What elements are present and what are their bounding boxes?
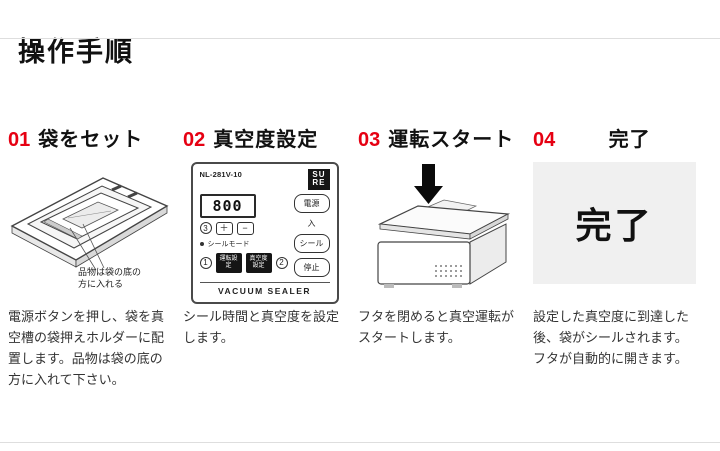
top-divider xyxy=(0,38,720,39)
panel-body: 800 3 ＋ − シールモード 1 xyxy=(199,192,330,277)
vacuum-chamber-drawing xyxy=(10,177,169,271)
setting-buttons-row: 1 運転設定 真空度設定 2 xyxy=(199,252,288,273)
step-title: 真空度設定 xyxy=(213,129,319,151)
marker-3: 3 xyxy=(199,222,212,235)
step-01-header: 01 袋をセット xyxy=(8,123,171,152)
stop-button: 停止 xyxy=(293,257,330,277)
machine-with-arrow-drawing xyxy=(377,164,511,288)
marker-1: 1 xyxy=(199,256,212,269)
bag-set-illustration: 品物は袋の底の方に入れる xyxy=(8,162,171,296)
bottom-divider xyxy=(0,442,720,443)
adjust-row: 3 ＋ − xyxy=(199,221,288,235)
start-operation-illustration xyxy=(358,162,521,296)
step-title: 運転スタート xyxy=(388,129,515,151)
panel-right-buttons: 電源 入 シール 停止 xyxy=(293,192,330,277)
step-03-header: 03 運転スタート xyxy=(358,123,521,152)
operation-steps-section: 操作手順 01 袋をセット xyxy=(0,30,720,390)
done-illustration: 完了 xyxy=(533,162,696,296)
step-02-header: 02 真空度設定 xyxy=(183,123,346,152)
step-description: 電源ボタンを押し、袋を真空槽の袋押えホルダーに配置します。品物は袋の底の方に入れ… xyxy=(8,309,165,388)
power-on-label: 入 xyxy=(307,218,316,228)
indicator-dot xyxy=(199,241,204,246)
mode-row: シールモード xyxy=(199,239,288,249)
step-number: 02 xyxy=(183,129,206,151)
power-button: 電源 xyxy=(293,193,330,213)
mode-label: シールモード xyxy=(207,240,250,248)
step-description: フタを閉めると真空運転がスタートします。 xyxy=(358,309,515,346)
vacuum-setting-button: 真空度設定 xyxy=(245,252,272,273)
panel-footer-label: VACUUM SEALER xyxy=(199,281,330,296)
model-label: NL-281V-10 xyxy=(199,170,242,179)
steps-row: 01 袋をセット xyxy=(8,123,712,390)
illustration-caption: 品物は袋の底の方に入れる xyxy=(78,267,142,290)
marker-2: 2 xyxy=(275,256,288,269)
step-title: 袋をセット xyxy=(38,129,144,151)
minus-button: − xyxy=(236,221,254,235)
panel-left-controls: 800 3 ＋ − シールモード 1 xyxy=(199,192,288,277)
step-number: 04 xyxy=(533,129,556,151)
seal-button: シール xyxy=(293,233,330,253)
step-number: 01 xyxy=(8,129,31,151)
brand-logo-line1: SU xyxy=(312,170,326,179)
page-title: 操作手順 xyxy=(18,37,134,67)
step-04: 04 完了 完了 設定した真空度に到達した後、袋がシールされます。フタが自動的に… xyxy=(533,123,696,390)
step-title: 完了 xyxy=(608,129,651,151)
step-04-header: 04 完了 xyxy=(533,123,696,152)
done-box: 完了 xyxy=(533,162,696,284)
plus-button: ＋ xyxy=(215,221,233,235)
brand-logo-line2: RE xyxy=(312,178,326,188)
step-description: シール時間と真空度を設定します。 xyxy=(183,309,340,346)
mode-button: 運転設定 xyxy=(215,252,242,273)
seven-segment-display: 800 xyxy=(199,193,256,218)
step-03: 03 運転スタート xyxy=(358,123,521,390)
step-description: 設定した真空度に到達した後、袋がシールされます。フタが自動的に開きます。 xyxy=(533,309,690,367)
down-arrow-icon xyxy=(422,164,435,186)
step-number: 03 xyxy=(358,129,381,151)
step-01: 01 袋をセット xyxy=(8,123,171,390)
